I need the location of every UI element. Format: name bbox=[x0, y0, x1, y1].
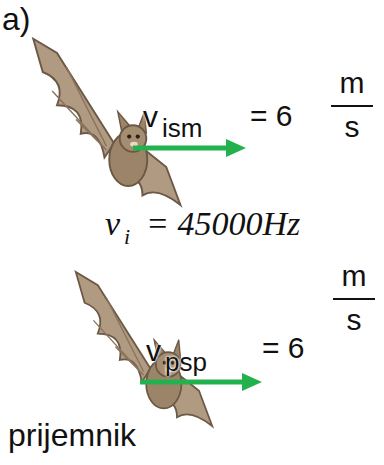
velocity-symbol: v bbox=[146, 334, 161, 367]
bat-receiver bbox=[76, 272, 212, 426]
unit-numerator: m bbox=[342, 259, 367, 292]
bat-emitter bbox=[33, 39, 180, 205]
unit-numerator: m bbox=[340, 66, 365, 99]
frequency-value: = 45000Hz bbox=[146, 205, 300, 242]
velocity-subscript: psp bbox=[165, 348, 207, 377]
frequency-subscript: i bbox=[124, 225, 130, 249]
receiver-label: prijemnik bbox=[8, 418, 136, 453]
frequency-symbol: ν bbox=[105, 205, 120, 242]
fraction-bar bbox=[331, 105, 373, 107]
arrow-head bbox=[242, 373, 262, 391]
velocity-arrow bbox=[133, 146, 228, 151]
velocity-value: = 6 bbox=[262, 331, 305, 364]
arrow-head bbox=[226, 139, 246, 157]
unit-denominator: s bbox=[347, 303, 362, 336]
velocity-symbol: v bbox=[143, 100, 158, 133]
velocity-subscript: ism bbox=[162, 114, 202, 143]
fraction-bar bbox=[333, 298, 375, 300]
velocity-value: = 6 bbox=[250, 99, 293, 132]
velocity-arrow bbox=[140, 380, 244, 385]
panel-letter: a) bbox=[2, 2, 30, 37]
unit-denominator: s bbox=[345, 110, 360, 143]
